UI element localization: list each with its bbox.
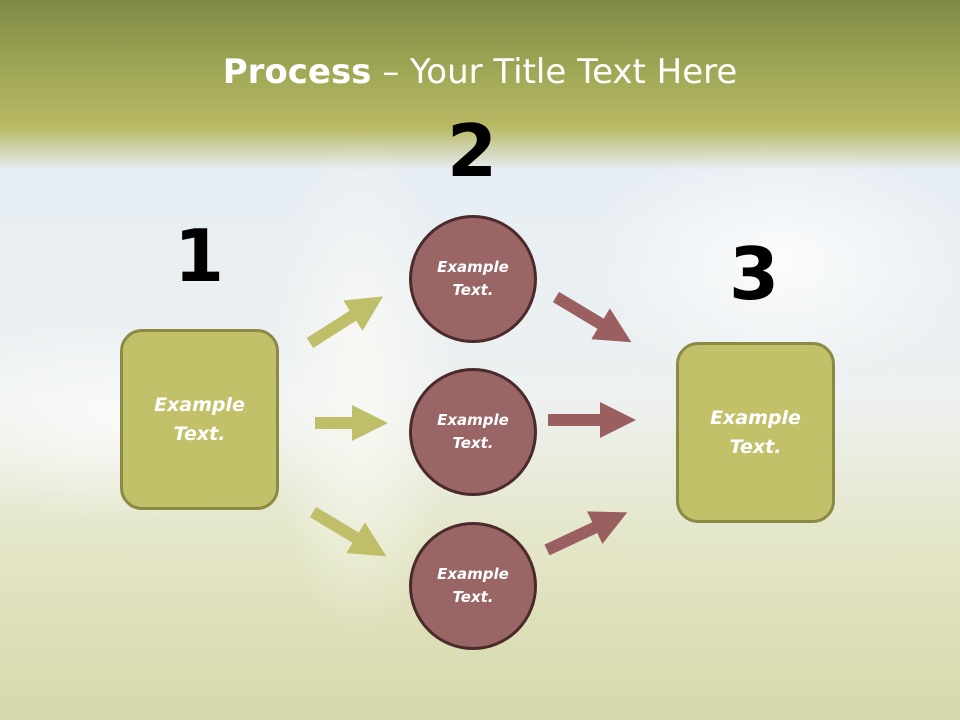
step-number-3: 3 xyxy=(728,232,780,316)
title-bold: Process xyxy=(222,52,372,92)
step-number-1: 1 xyxy=(173,214,225,298)
step-3-text: Example Text. xyxy=(710,406,801,458)
step-1-text: Example Text. xyxy=(154,393,245,445)
circle-1-text: Example Text. xyxy=(437,258,509,299)
circle-3-text: Example Text. xyxy=(437,565,509,606)
slide-title: Process – Your Title Text Here xyxy=(0,52,960,92)
step-3-box: Example Text. xyxy=(676,342,835,523)
arrow-brown-down xyxy=(552,291,632,343)
arrow-green-down xyxy=(309,506,387,557)
step-2-circle-1: Example Text. xyxy=(409,215,537,343)
title-rest: – Your Title Text Here xyxy=(371,52,738,92)
arrow-green-up xyxy=(306,296,384,349)
header-band xyxy=(0,0,960,170)
step-number-2: 2 xyxy=(446,109,498,193)
step-1-box: Example Text. xyxy=(120,329,279,510)
step-2-circle-2: Example Text. xyxy=(409,368,537,496)
step-2-circle-3: Example Text. xyxy=(409,522,537,650)
arrow-brown-up xyxy=(544,511,628,556)
circle-2-text: Example Text. xyxy=(437,411,509,452)
